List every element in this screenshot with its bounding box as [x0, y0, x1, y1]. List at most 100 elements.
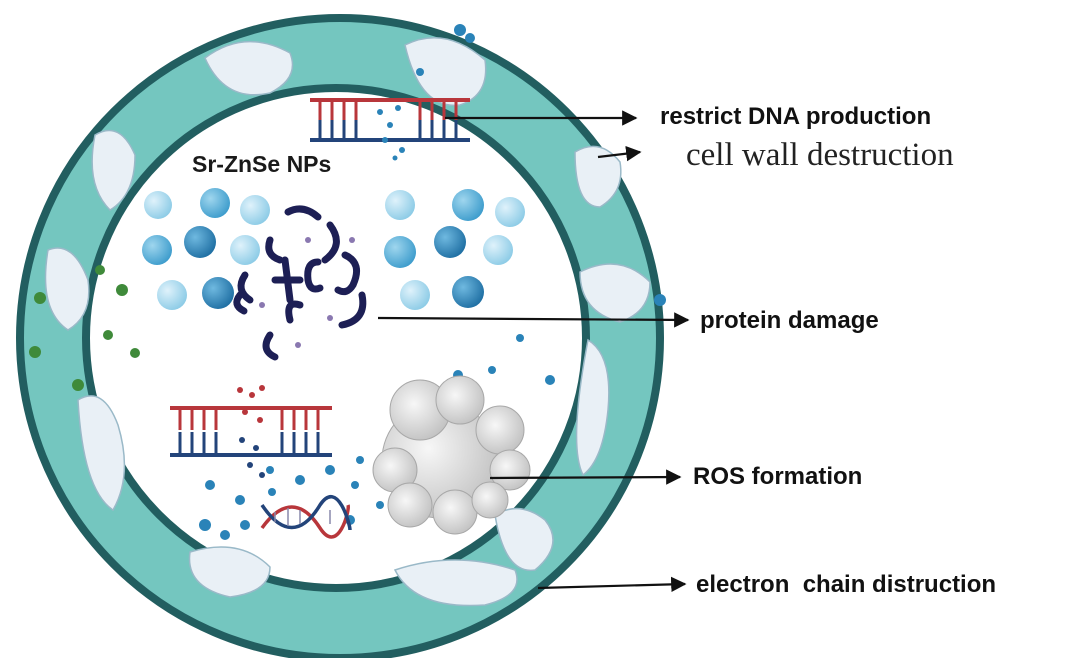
- nanoparticle: [385, 190, 415, 220]
- np-dot: [240, 520, 250, 530]
- arrow-icon: [597, 145, 642, 162]
- pore: [574, 145, 622, 208]
- nanoparticle: [142, 235, 172, 265]
- nanoparticle-cluster-left: [142, 188, 270, 310]
- arrow-icon: [489, 469, 682, 485]
- fragment-dot: [295, 342, 301, 348]
- dna-fragment-dot: [237, 387, 243, 393]
- nanoparticle: [452, 276, 484, 308]
- helix-strand: [260, 495, 352, 531]
- nanoparticle: [384, 236, 416, 268]
- protein-fragment: [285, 300, 304, 324]
- np-dot: [399, 147, 405, 153]
- pore: [204, 41, 294, 96]
- wall-pores: [44, 37, 651, 607]
- nanoparticle: [483, 235, 513, 265]
- np-dot: [395, 105, 401, 111]
- np-dot: [454, 24, 466, 36]
- pore: [77, 395, 126, 512]
- np-dot: [351, 481, 359, 489]
- dna-ladder-icon: [170, 385, 332, 478]
- nanoparticle: [144, 191, 172, 219]
- dna-fragment-dot: [259, 472, 265, 478]
- protein-fragment: [265, 236, 284, 264]
- green-particle: [95, 265, 105, 275]
- pore: [91, 129, 136, 211]
- np-dot: [387, 122, 393, 128]
- nanoparticle: [495, 197, 525, 227]
- pore: [494, 507, 554, 572]
- dna-fragment-dot: [239, 437, 245, 443]
- np-dot: [325, 465, 335, 475]
- np-dot: [465, 33, 475, 43]
- cytoplasm-np-dots: [205, 334, 555, 530]
- nanoparticle: [202, 277, 234, 309]
- np-dot: [205, 480, 215, 490]
- label-cell-wall: cell wall destruction: [686, 137, 954, 173]
- nanoparticle: [230, 235, 260, 265]
- dna-fragment-dot: [257, 417, 263, 423]
- dna-fragment-dot: [249, 392, 255, 398]
- ros-blob: [387, 482, 433, 528]
- label-electron: electron chain distruction: [696, 571, 996, 598]
- dna-helix-icon: [260, 495, 352, 539]
- protein-fragments: [233, 205, 367, 361]
- nanoparticle: [434, 226, 466, 258]
- np-dot: [220, 530, 230, 540]
- green-particle: [130, 348, 140, 358]
- arrow-icon: [377, 312, 690, 328]
- np-dot: [516, 334, 524, 342]
- pore: [393, 559, 518, 607]
- ros-blob: [489, 449, 531, 491]
- protein-fragment: [262, 331, 279, 361]
- protein-fragment: [321, 221, 340, 264]
- np-dot: [268, 488, 276, 496]
- dna-fragment-dot: [242, 409, 248, 415]
- dna-fragment-dot: [259, 385, 265, 391]
- nanoparticle: [452, 189, 484, 221]
- ros-blob: [432, 489, 478, 535]
- ros-cloud-icon: [372, 375, 531, 535]
- membrane-dots: [199, 24, 666, 540]
- cell-wall: [16, 14, 664, 658]
- ros-blob: [475, 405, 525, 455]
- fragment-dots: [259, 237, 355, 348]
- green-particle: [72, 379, 84, 391]
- np-dot: [545, 375, 555, 385]
- np-dot: [356, 456, 364, 464]
- protein-fragment: [304, 258, 324, 293]
- np-dot: [382, 137, 388, 143]
- protein-fragment: [338, 291, 367, 329]
- np-dot: [377, 109, 383, 115]
- np-dot: [199, 519, 211, 531]
- pore: [188, 546, 271, 598]
- np-dot: [295, 475, 305, 485]
- arrow-icon: [537, 576, 687, 593]
- dna-fragment-dot: [247, 462, 253, 468]
- pore: [579, 263, 651, 323]
- green-particle: [34, 292, 46, 304]
- np-dot: [392, 155, 398, 161]
- label-protein: protein damage: [700, 307, 879, 334]
- ros-blob: [471, 481, 509, 519]
- np-label: Sr-ZnSe NPs: [192, 151, 331, 177]
- label-ros: ROS formation: [693, 463, 862, 490]
- ros-blob: [435, 375, 485, 425]
- fragment-dot: [305, 237, 311, 243]
- nanoparticle: [200, 188, 230, 218]
- np-dot: [266, 466, 274, 474]
- protein-fragment: [284, 205, 322, 221]
- pore: [44, 247, 90, 331]
- protein-fragment: [334, 251, 361, 296]
- green-particle: [116, 284, 128, 296]
- green-particle: [103, 330, 113, 340]
- nanoparticle: [240, 195, 270, 225]
- np-dot: [488, 366, 496, 374]
- nanoparticle: [400, 280, 430, 310]
- np-dot: [376, 501, 384, 509]
- protein-fragment: [237, 271, 254, 304]
- fragment-dot: [349, 237, 355, 243]
- np-dot: [416, 68, 424, 76]
- pore: [575, 338, 610, 477]
- protein-fragment: [271, 256, 304, 304]
